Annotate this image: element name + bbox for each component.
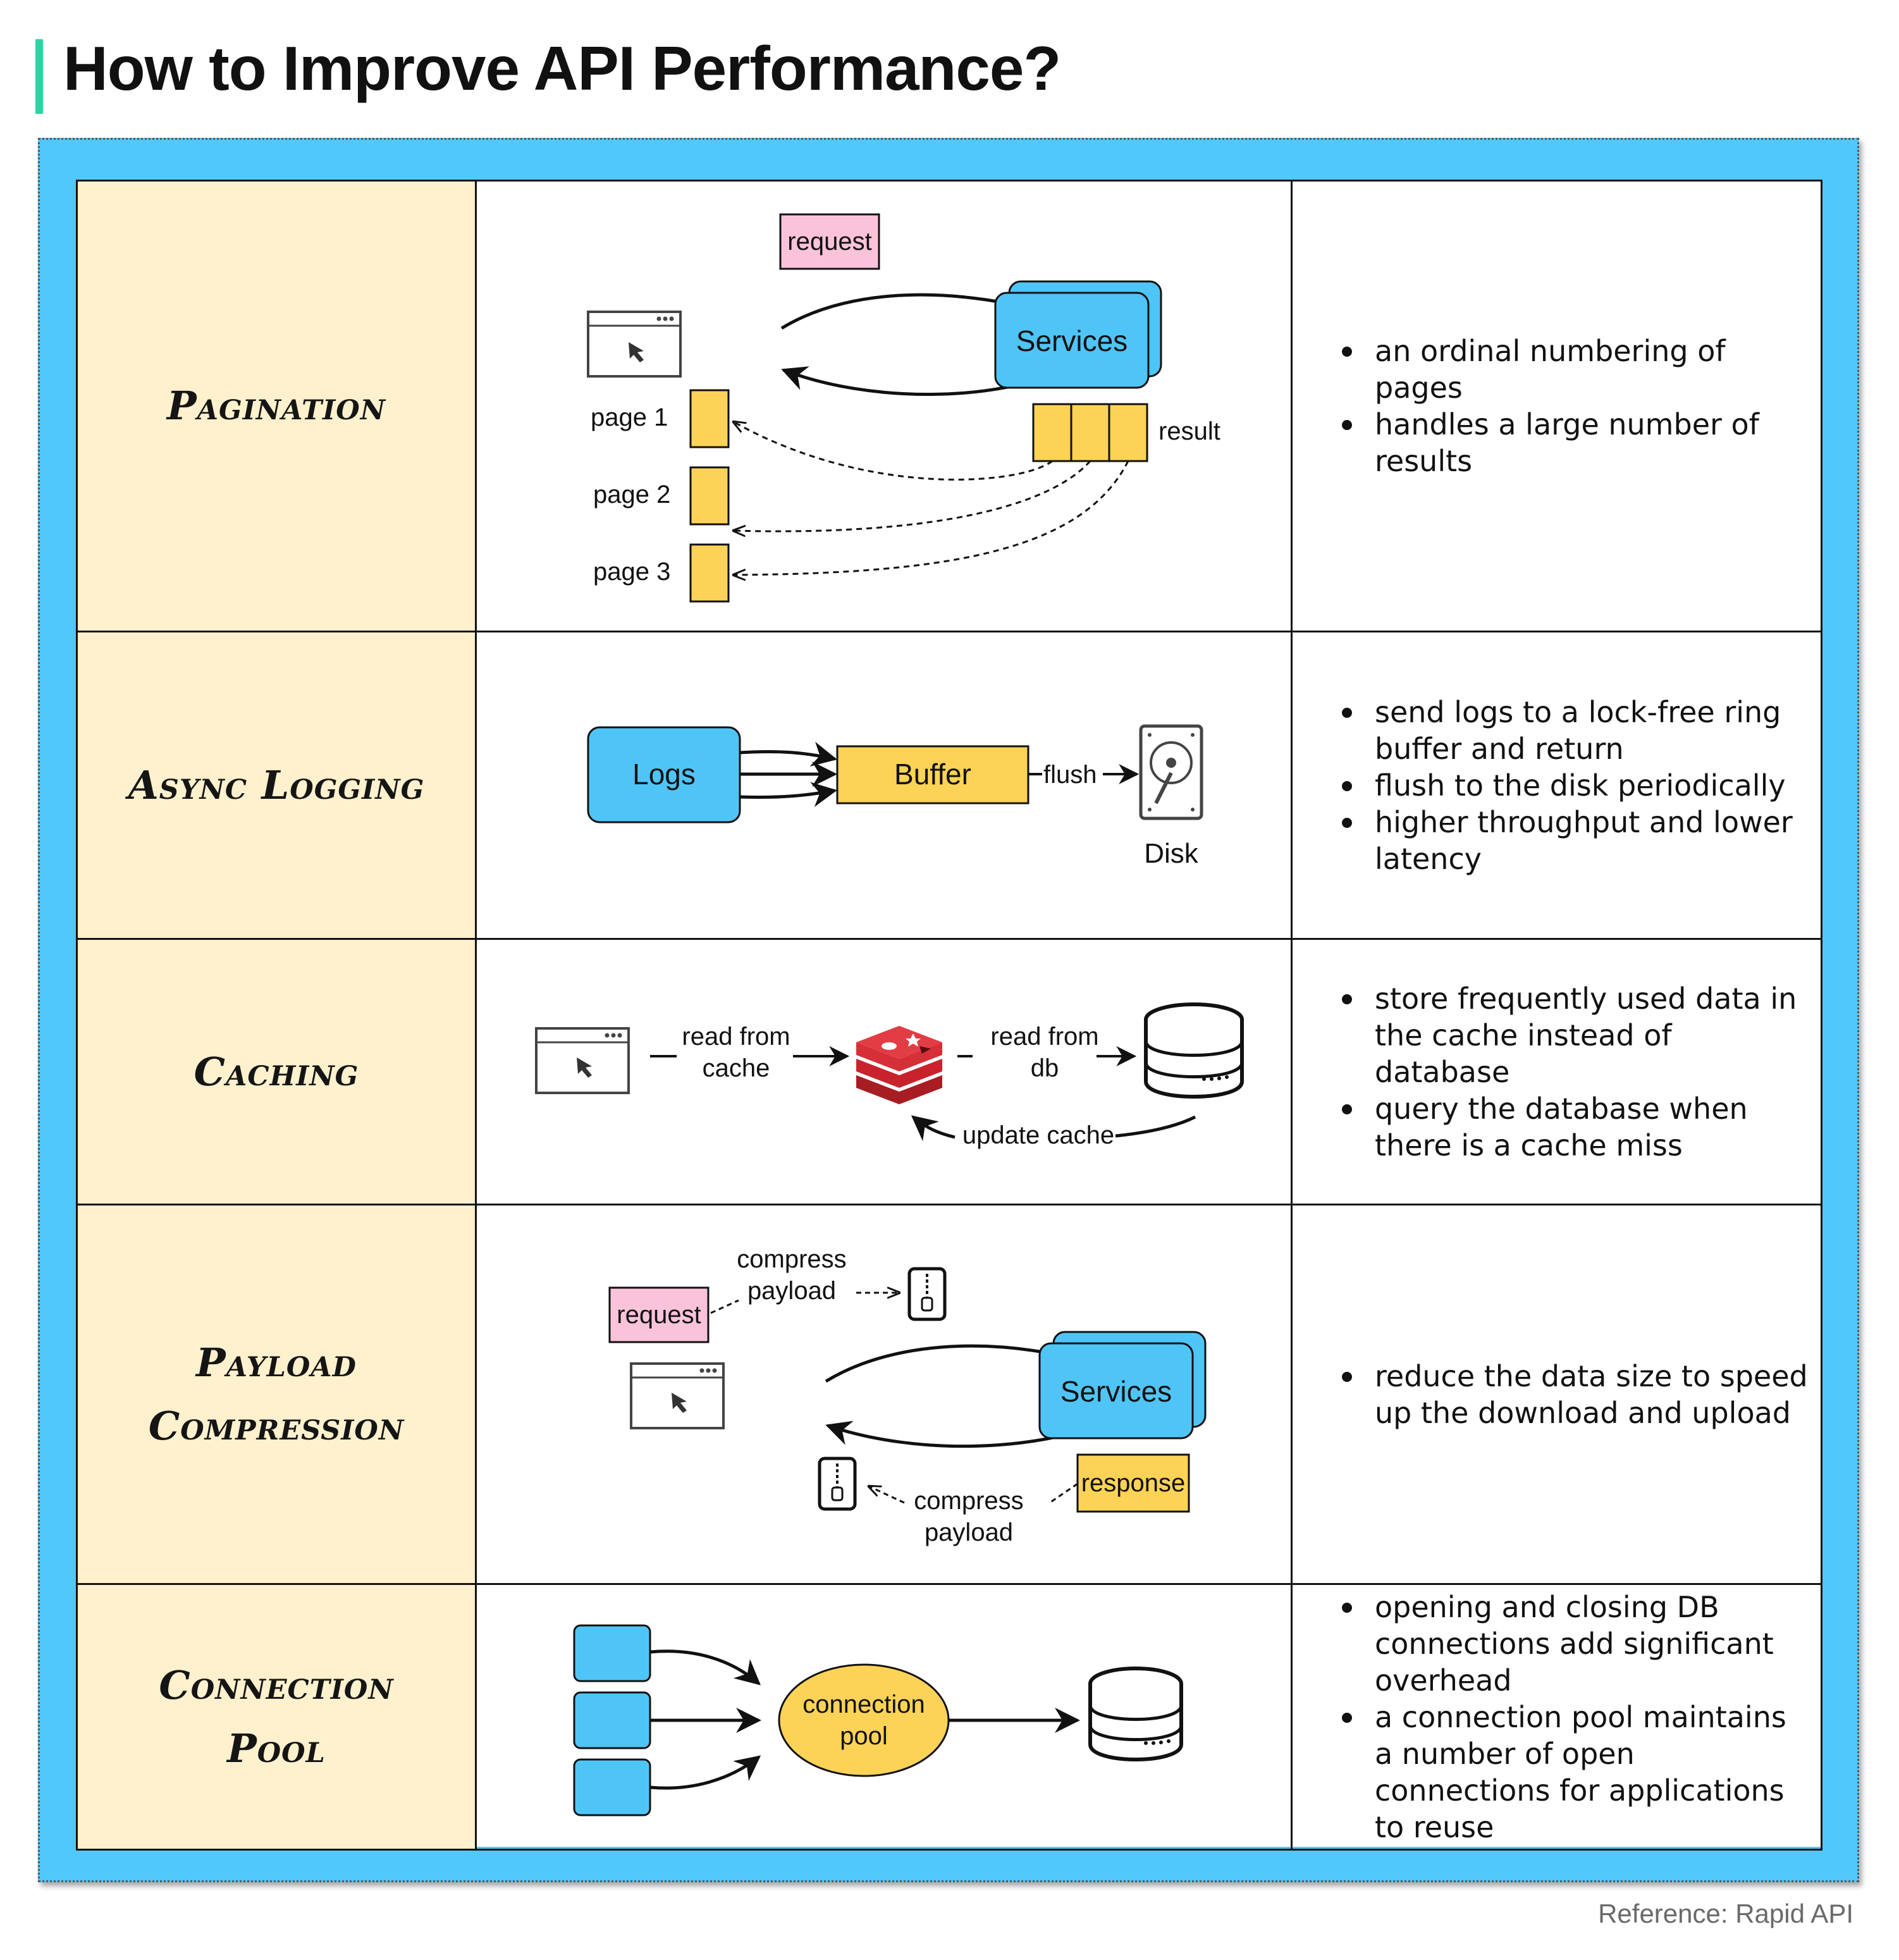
row-pagination: Pagination request [76, 180, 1822, 632]
buffer-label: Buffer [894, 758, 971, 791]
page-1: page 1 [591, 389, 730, 448]
database-icon [1144, 1002, 1244, 1099]
compress-payload-label: compress [914, 1487, 1023, 1515]
async-logging-diagram: Logs Buffer flush [477, 632, 1293, 938]
bullet-item: a connection pool maintains a number of … [1342, 1699, 1808, 1846]
browser-window-icon [535, 1027, 630, 1094]
technique-name-cell: Pagination [76, 182, 477, 631]
bullet-item: handles a large number of results [1342, 406, 1808, 479]
payload-compression-diagram: compress payload request [477, 1205, 1293, 1583]
description-cell: an ordinal numbering of pages handles a … [1293, 182, 1822, 631]
technique-name-cell: Connection Pool [76, 1585, 477, 1849]
disk-icon [1139, 724, 1203, 820]
technique-name-cell: Caching [76, 940, 477, 1204]
page-2-label: page 2 [593, 481, 670, 508]
description-cell: reduce the data size to speed up the dow… [1293, 1205, 1822, 1583]
technique-name-line: Connection [159, 1662, 394, 1709]
technique-name: Payload Compression [149, 1331, 404, 1457]
pagination-diagram: request Services [477, 182, 1293, 631]
request-label-box: request [608, 1286, 710, 1343]
description-list: reduce the data size to speed up the dow… [1293, 1358, 1821, 1431]
technique-name-line: Pool [227, 1725, 326, 1772]
request-label: request [787, 228, 871, 256]
services-box: Services [1038, 1331, 1207, 1439]
services-label: Services [1060, 1375, 1172, 1408]
bullet-item: opening and closing DB connections add s… [1342, 1589, 1808, 1699]
database-icon [1088, 1667, 1183, 1761]
browser-window-icon [630, 1362, 725, 1429]
read-from-cache-label-2: cache [703, 1054, 770, 1082]
technique-name-cell: Async Logging [76, 632, 477, 938]
description-list: store frequently used data in the cache … [1293, 980, 1821, 1164]
compress-payload-label-2: payload [925, 1519, 1013, 1546]
result-label: result [1158, 417, 1220, 445]
read-from-db-label: read from [990, 1023, 1098, 1051]
page-3: page 3 [593, 543, 730, 603]
compress-payload-label: compress [737, 1245, 846, 1273]
zip-file-icon [818, 1457, 857, 1511]
result-set: result [1032, 403, 1220, 462]
description-cell: store frequently used data in the cache … [1293, 940, 1822, 1204]
request-label: request [617, 1301, 701, 1329]
services-label: Services [1016, 324, 1128, 357]
application-box-2 [573, 1691, 651, 1749]
browser-window-icon [587, 311, 682, 378]
read-from-cache-label: read from [682, 1023, 790, 1051]
update-cache-label: update cache [962, 1121, 1114, 1149]
description-list: opening and closing DB connections add s… [1293, 1589, 1821, 1846]
title-accent-bar [35, 39, 43, 114]
read-from-db-label-2: db [1031, 1054, 1059, 1082]
page-title: How to Improve API Performance? [63, 34, 1061, 103]
compress-payload-label-2: payload [747, 1277, 836, 1305]
row-async-logging: Async Logging Logs Buffer flush [76, 632, 1822, 940]
technique-name-cell: Payload Compression [76, 1205, 477, 1583]
bullet-item: query the database when there is a cache… [1342, 1090, 1808, 1164]
disk-label: Disk [1144, 838, 1199, 869]
bullet-item: an ordinal numbering of pages [1342, 333, 1808, 406]
response-label: response [1081, 1469, 1186, 1497]
page-2: page 2 [593, 466, 730, 526]
buffer-box: Buffer [836, 745, 1029, 804]
connection-pool-node: connection pool [778, 1663, 950, 1777]
logs-label: Logs [632, 758, 696, 791]
row-caching: Caching read from cache [76, 940, 1822, 1205]
page-1-label: page 1 [591, 404, 668, 431]
technique-name: Caching [194, 1048, 359, 1095]
bullet-item: reduce the data size to speed up the dow… [1342, 1359, 1808, 1430]
caching-diagram: read from cache read from db [477, 940, 1293, 1204]
reference-note: Reference: Rapid API [1598, 1899, 1853, 1928]
technique-name-line: Payload [196, 1340, 357, 1386]
application-box-1 [573, 1624, 651, 1682]
response-label-box: response [1076, 1453, 1190, 1513]
bullet-item: store frequently used data in the cache … [1342, 980, 1808, 1090]
redis-cache-icon [856, 1026, 942, 1104]
zip-file-icon [907, 1267, 947, 1321]
services-box: Services [994, 280, 1162, 389]
request-label-box: request [779, 213, 880, 270]
connection-pool-label: connection [802, 1691, 925, 1718]
description-list: send logs to a lock-free ring buffer and… [1293, 694, 1821, 877]
bullet-item: flush to the disk periodically [1342, 767, 1808, 804]
application-box-3 [573, 1758, 651, 1816]
row-payload-compression: Payload Compression compress payload req… [76, 1205, 1822, 1585]
technique-name: Pagination [166, 383, 386, 429]
technique-table: Pagination request [76, 180, 1822, 1851]
connection-pool-label-2: pool [840, 1722, 888, 1750]
technique-name: Async Logging [128, 761, 425, 808]
row-connection-pool: Connection Pool [76, 1585, 1822, 1851]
bullet-item: send logs to a lock-free ring buffer and… [1342, 694, 1808, 767]
connection-pool-diagram: connection pool [477, 1585, 1293, 1849]
technique-name-line: Compression [148, 1402, 405, 1449]
description-cell: send logs to a lock-free ring buffer and… [1293, 632, 1822, 938]
technique-name: Connection Pool [159, 1654, 393, 1779]
bullet-item: higher throughput and lower latency [1342, 804, 1808, 877]
description-list: an ordinal numbering of pages handles a … [1293, 333, 1821, 479]
description-cell: opening and closing DB connections add s… [1293, 1585, 1822, 1849]
logs-box: Logs [587, 726, 741, 823]
page-3-label: page 3 [593, 558, 670, 586]
flush-label: flush [1043, 761, 1097, 789]
